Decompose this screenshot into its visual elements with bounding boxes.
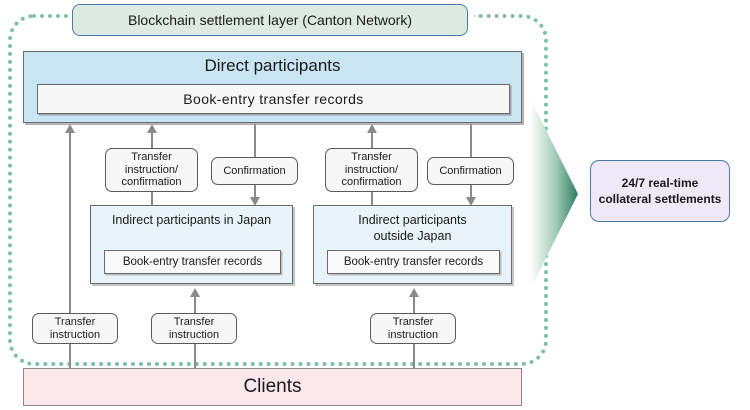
- connector-ov-instruction-pill-to-box: [371, 192, 373, 206]
- connector-direct-to-ov-confirmation-line: [470, 124, 472, 157]
- connector-jp-instruction-to-direct-line: [151, 132, 153, 154]
- direct-participants-box: Direct participants Book-entry transfer …: [23, 51, 522, 123]
- indirect-participants-japan-box: Indirect participants in Japan Book-entr…: [90, 205, 293, 284]
- connector-jp-confirmation-to-box-line: [254, 185, 256, 198]
- indirect-participants-japan-records: Book-entry transfer records: [104, 250, 281, 274]
- pill-transfer-instruction-right: Transfer instruction: [370, 313, 456, 344]
- pill-text: Transfer instruction: [49, 315, 101, 341]
- connector-jp-instruction-to-direct-arrowhead: [146, 124, 157, 133]
- connector-clients-to-direct-arrowhead: [64, 124, 75, 133]
- clients-box: Clients: [23, 368, 522, 406]
- connector-ov-confirmation-arrowhead: [465, 197, 476, 206]
- connector-clients-to-direct-line: [69, 132, 71, 368]
- pill-confirmation-japan: Confirmation: [211, 157, 298, 185]
- connector-jp-instruction-pill-to-box: [151, 192, 153, 206]
- connector-direct-to-jp-confirmation-line: [254, 124, 256, 157]
- connector-ov-instruction-to-direct-arrowhead: [366, 124, 377, 133]
- pill-transfer-instruction-confirmation-japan: Transfer instruction/ confirmation: [105, 148, 198, 192]
- outcome-arrow-icon: [530, 98, 578, 290]
- outcome-box: 24/7 real-time collateral settlements: [590, 160, 730, 222]
- connector-ov-instruction-to-direct-line: [371, 132, 373, 154]
- pill-transfer-instruction-middle: Transfer instruction: [151, 313, 237, 344]
- pill-text: Transfer instruction: [168, 315, 220, 341]
- pill-transfer-instruction-left: Transfer instruction: [32, 313, 118, 344]
- outcome-text: 24/7 real-time collateral settlements: [598, 175, 722, 206]
- direct-participants-title: Direct participants: [204, 56, 341, 75]
- indirect-participants-outside-japan-box: Indirect participants outside Japan Book…: [313, 205, 512, 284]
- connector-clients-to-ov-arrowhead: [408, 288, 419, 297]
- pill-text: Transfer instruction/ confirmation: [341, 150, 402, 189]
- indirect-participants-outside-japan-records: Book-entry transfer records: [327, 250, 500, 274]
- pill-transfer-instruction-confirmation-outside-japan: Transfer instruction/ confirmation: [325, 148, 418, 192]
- indirect-participants-japan-title: Indirect participants in Japan: [111, 213, 272, 227]
- connector-clients-to-jp-arrowhead: [189, 288, 200, 297]
- pill-confirmation-outside-japan: Confirmation: [427, 157, 514, 185]
- direct-participants-records: Book-entry transfer records: [37, 84, 510, 114]
- pill-text: Transfer instruction: [387, 315, 439, 341]
- connector-ov-confirmation-to-box-line: [470, 185, 472, 198]
- pill-text: Transfer instruction/ confirmation: [121, 150, 182, 189]
- indirect-participants-outside-japan-title: Indirect participants outside Japan: [358, 213, 467, 243]
- connector-jp-confirmation-arrowhead: [249, 197, 260, 206]
- blockchain-settlement-layer-title: Blockchain settlement layer (Canton Netw…: [72, 4, 468, 36]
